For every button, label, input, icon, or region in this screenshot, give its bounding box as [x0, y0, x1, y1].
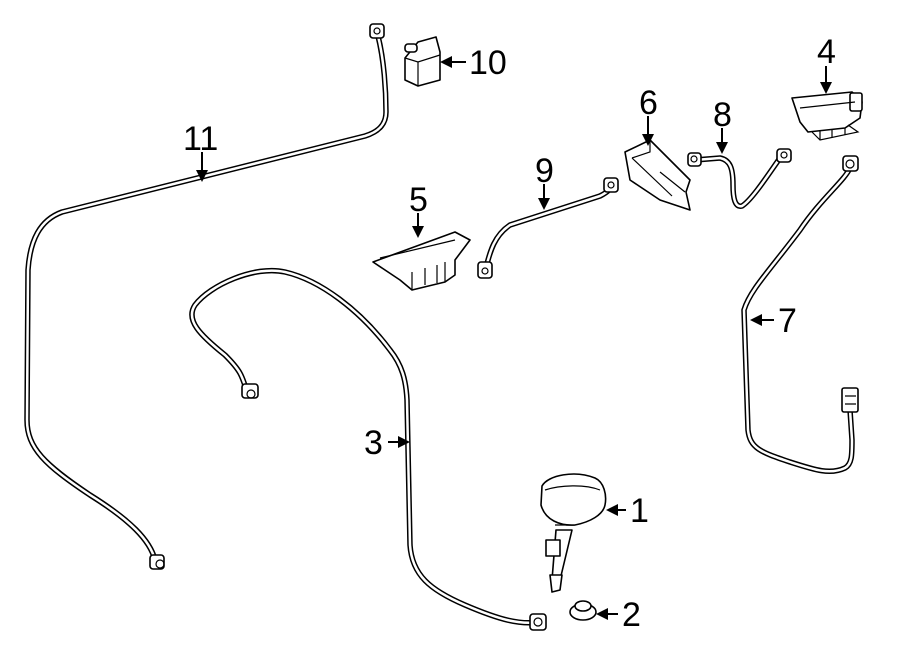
cable-8 [687, 148, 792, 209]
cable-8-left-connector [687, 152, 702, 167]
leader-lines [196, 56, 832, 620]
callout-6: 6 [639, 84, 658, 122]
cable-3-antenna-connector [529, 613, 547, 631]
callout-11: 11 [183, 120, 218, 158]
callout-3: 3 [364, 424, 383, 462]
cable-9-right-connector [603, 177, 619, 193]
module-6 [624, 139, 691, 211]
cable-7 [741, 155, 859, 475]
callout-7: 7 [778, 302, 797, 340]
callout-5: 5 [409, 181, 428, 219]
nut-2 [569, 600, 597, 621]
connector-10 [404, 36, 441, 87]
callout-1: 1 [630, 492, 649, 530]
callout-4: 4 [817, 33, 836, 71]
antenna-1 [540, 473, 607, 593]
cable-3 [189, 267, 547, 631]
cable-8-right-connector [776, 148, 792, 163]
callout-9: 9 [535, 152, 554, 190]
cable-3-end-connector [241, 383, 259, 399]
callout-2: 2 [622, 596, 641, 634]
cable-11-top-connector [369, 23, 385, 39]
callout-labels: 11 10 5 9 6 8 4 7 3 1 2 [183, 33, 836, 634]
callout-10: 10 [469, 44, 507, 82]
cable-9 [477, 177, 619, 279]
cable-11 [24, 23, 389, 570]
callout-8: 8 [713, 96, 732, 134]
cable-7-top-connector [842, 155, 859, 172]
cable-11-bottom-connector [149, 554, 165, 570]
bracket-5 [372, 231, 471, 291]
module-4 [791, 91, 863, 141]
cable-7-bottom-connector [841, 387, 859, 413]
cable-9-left-connector [477, 261, 493, 279]
